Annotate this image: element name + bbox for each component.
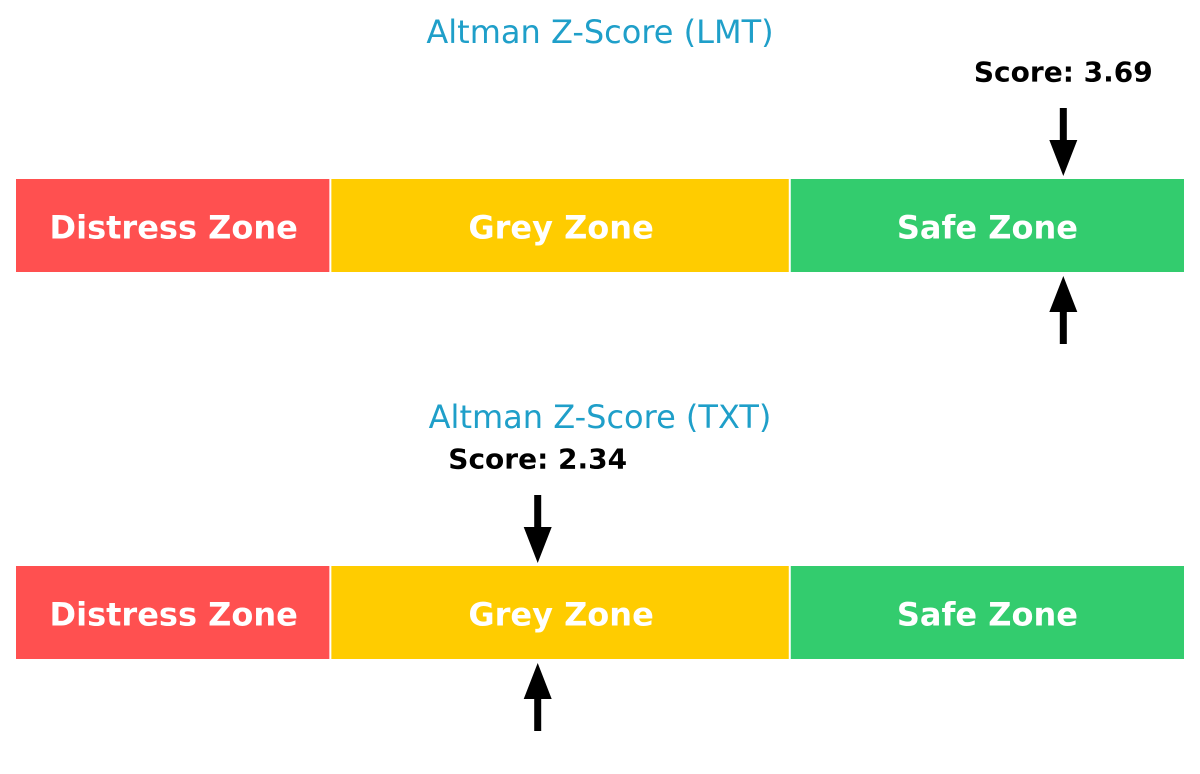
score-label: Score: 3.69	[974, 56, 1153, 89]
score-marker-bottom-arrow-icon	[1049, 276, 1078, 344]
score-marker-top-arrow-icon	[1049, 108, 1078, 176]
zone-bar-safe-zone	[790, 566, 1184, 659]
zone-bar-distress-zone	[16, 179, 330, 272]
zscore-gauge-2: Altman Z-Score (TXT) Distress Zone Grey Zo…	[16, 398, 1184, 731]
score-marker-top-arrow-icon	[523, 495, 552, 563]
zone-bar-distress-zone	[16, 566, 330, 659]
gauge-title: Altman Z-Score (TXT)	[429, 398, 772, 436]
zone-label: Grey Zone	[468, 209, 653, 247]
gauge-title: Altman Z-Score (LMT)	[426, 13, 773, 51]
zone-label: Distress Zone	[50, 596, 298, 634]
zone-bar-grey-zone	[331, 566, 789, 659]
zone-label: Grey Zone	[468, 596, 653, 634]
zscore-gauge-1: Altman Z-Score (LMT) Distress Zone Grey Zo…	[16, 13, 1184, 344]
zone-bar-safe-zone	[790, 179, 1184, 272]
zone-bar-grey-zone	[331, 179, 789, 272]
zone-label: Safe Zone	[897, 209, 1078, 247]
score-label: Score: 2.34	[448, 443, 627, 476]
zone-label: Safe Zone	[897, 596, 1078, 634]
score-marker-bottom-arrow-icon	[523, 663, 552, 731]
zone-label: Distress Zone	[50, 209, 298, 247]
